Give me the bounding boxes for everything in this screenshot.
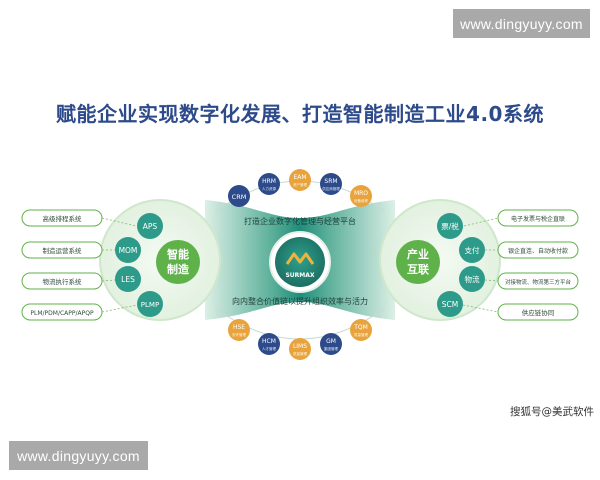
right-box-4: 供应链协同 (462, 303, 579, 321)
svg-text:物流执行系统: 物流执行系统 (43, 277, 83, 286)
bottom-circle-hse: HSE 安环管理 (228, 319, 250, 341)
svg-text:银企直连、自动收付款: 银企直连、自动收付款 (508, 247, 568, 255)
svg-text:高级排程系统: 高级排程系统 (43, 214, 83, 223)
right-hub-label-2: 互联 (407, 262, 429, 276)
svg-text:GM: GM (326, 338, 336, 345)
left-node-aps: APS (137, 213, 163, 239)
svg-text:LES: LES (121, 275, 135, 284)
left-box-2: 制造运营系统 (21, 241, 115, 259)
svg-text:APS: APS (143, 222, 158, 231)
center-logo-mark (285, 252, 315, 265)
svg-text:资产管理: 资产管理 (293, 182, 307, 187)
right-node-tax: 票/税 (437, 213, 463, 239)
svg-text:物流: 物流 (465, 274, 480, 284)
svg-text:HSE: HSE (233, 324, 245, 331)
bottom-circle-gm: GM 集团管理 (320, 333, 342, 355)
right-hub-label-1: 产业 (407, 247, 429, 261)
left-hub-label-2: 制造 (167, 262, 190, 276)
left-hub-core (156, 240, 200, 284)
right-node-scm: SCM (437, 291, 463, 317)
right-box-2: 银企直连、自动收付款 (485, 241, 579, 259)
svg-text:制造运营系统: 制造运营系统 (43, 246, 83, 255)
left-box-3: 物流执行系统 (21, 272, 116, 290)
svg-text:票/税: 票/税 (441, 221, 459, 231)
svg-text:对接物流、物流第三方平台: 对接物流、物流第三方平台 (505, 278, 572, 286)
left-node-plmp: PLMP (137, 291, 163, 317)
svg-text:TQM: TQM (353, 324, 368, 331)
svg-text:SRM: SRM (324, 178, 337, 185)
svg-text:安环管理: 安环管理 (232, 332, 246, 337)
svg-text:HCM: HCM (262, 338, 276, 345)
svg-text:人才管理: 人才管理 (262, 346, 276, 351)
svg-text:HRM: HRM (262, 178, 276, 185)
right-box-1: 电子发票与税企直联 (463, 209, 579, 227)
svg-text:PLM/PDM/CAPP/APQP: PLM/PDM/CAPP/APQP (30, 310, 94, 317)
svg-text:MRO: MRO (354, 190, 368, 197)
svg-text:PLMP: PLMP (141, 301, 159, 309)
top-circle-srm: SRM 供应商管理 (320, 173, 342, 195)
right-box-3: 对接物流、物流第三方平台 (484, 272, 579, 290)
svg-text:质量管理: 质量管理 (354, 332, 368, 337)
svg-text:LIMS: LIMS (293, 343, 307, 350)
left-box-1: 高级排程系统 (21, 209, 137, 227)
source-credit: 搜狐号@美武软件 (510, 406, 594, 418)
right-node-payment: 支付 (459, 237, 485, 263)
bottom-circle-tqm: TQM 质量管理 (350, 319, 372, 341)
svg-text:SCM: SCM (442, 300, 458, 309)
watermark-top: www.dingyuyy.com (453, 9, 590, 38)
svg-text:CRM: CRM (232, 193, 247, 201)
svg-text:人力资源: 人力资源 (262, 186, 276, 191)
right-hub-core (396, 240, 440, 284)
top-circle-eam: EAM 资产管理 (289, 169, 311, 191)
bottom-circle-hcm: HCM 人才管理 (258, 333, 280, 355)
svg-text:集团管理: 集团管理 (324, 346, 338, 351)
svg-text:设备维修: 设备维修 (354, 198, 368, 203)
svg-text:供应链协同: 供应链协同 (522, 308, 555, 317)
page-title: 赋能企业实现数字化发展、打造智能制造工业4.0系统 (56, 102, 544, 126)
top-circle-hrm: HRM 人力资源 (258, 173, 280, 195)
svg-text:MOM: MOM (119, 246, 138, 255)
bottom-band-label: 向内整合价值链以提升组织效率与活力 (232, 296, 368, 306)
left-hub-label-1: 智能 (167, 247, 189, 261)
right-node-logistics: 物流 (459, 266, 485, 292)
top-band-label: 打造企业数字化管理与经营平台 (244, 216, 356, 226)
left-box-4: PLM/PDM/CAPP/APQP (21, 303, 138, 321)
svg-text:质量管理: 质量管理 (293, 351, 307, 356)
svg-text:电子发票与税企直联: 电子发票与税企直联 (511, 215, 565, 223)
watermark-bottom: www.dingyuyy.com (9, 441, 148, 470)
left-node-mom: MOM (115, 237, 141, 263)
bottom-circle-lims: LIMS 质量管理 (289, 338, 311, 360)
left-node-les: LES (115, 266, 141, 292)
top-circle-mro: MRO 设备维修 (350, 185, 372, 207)
svg-text:供应商管理: 供应商管理 (322, 186, 340, 191)
top-circle-crm: CRM (228, 185, 250, 207)
svg-text:EAM: EAM (293, 174, 306, 181)
center-logo-text: SURMAX (285, 272, 314, 279)
svg-text:支付: 支付 (465, 245, 480, 255)
